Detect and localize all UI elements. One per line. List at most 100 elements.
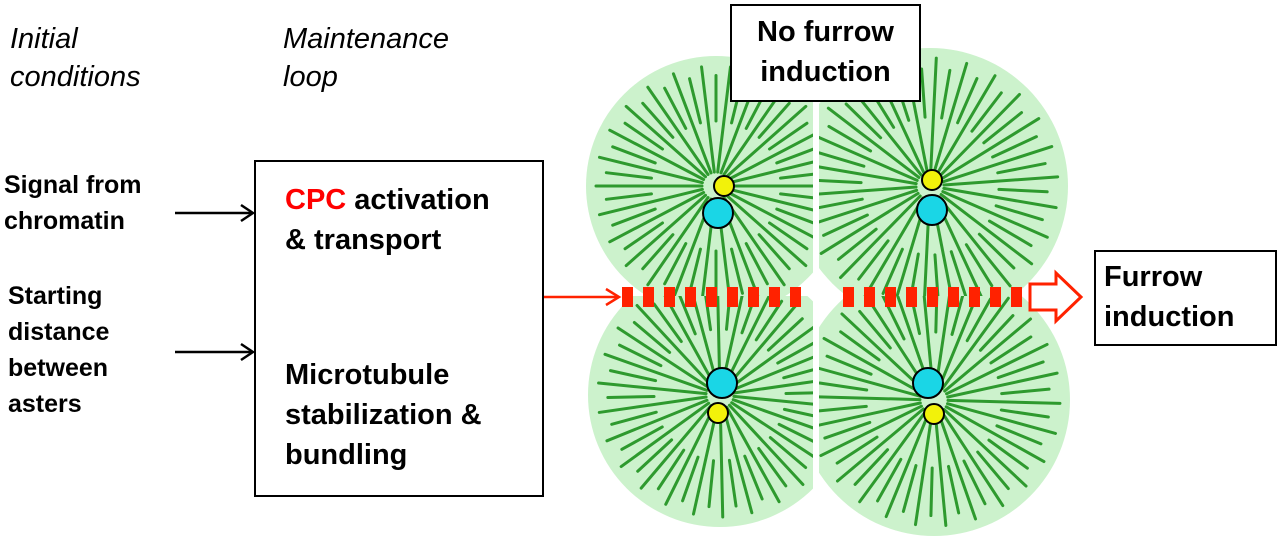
microtubule-ray: [819, 395, 922, 402]
cpc-activation-text: CPC activation & transport: [285, 180, 490, 260]
microtubule-segment: [623, 221, 665, 251]
microtubule-ray: [819, 366, 923, 398]
microtubule-ray: [945, 342, 1049, 396]
microtubule-segment: [608, 369, 658, 383]
microtubule-ray: [835, 407, 925, 483]
microtubule-segment: [853, 448, 890, 486]
centrosome-cyan: [702, 197, 734, 229]
microtubule-segment: [934, 296, 939, 334]
microtubule-segment: [618, 343, 663, 368]
microtubule-segment: [620, 425, 664, 451]
microtubule-segment: [962, 459, 987, 506]
microtubule-segment: [976, 450, 1010, 491]
maintenance-loop-header: Maintenance loop: [283, 23, 450, 93]
microtubule-segment: [982, 111, 1024, 145]
midzone-arrow: [544, 287, 622, 307]
microtubule-ray: [934, 296, 951, 388]
microtubule-ray: [721, 296, 744, 383]
microtubule-ray: [728, 403, 805, 486]
microtubule-segment: [901, 464, 918, 513]
microtubule-segment: [989, 335, 1033, 365]
microtubule-segment: [996, 162, 1047, 175]
microtubule-ray: [819, 135, 919, 182]
microtubule-segment: [743, 454, 764, 501]
microtubule-segment: [876, 457, 903, 503]
microtubule-ray: [603, 352, 709, 392]
microtubule-segment: [641, 101, 675, 139]
microtubule-ray: [935, 74, 997, 176]
microtubule-segment: [767, 121, 809, 151]
microtubule-ray: [646, 85, 710, 176]
microtubule-ray: [726, 191, 813, 239]
microtubule-segment: [977, 232, 1016, 270]
microtubule-ray: [732, 394, 813, 406]
microtubule-segment: [652, 302, 683, 344]
microtubule-ray: [727, 300, 801, 386]
microtubule-segment: [688, 247, 702, 295]
microtubule-segment: [920, 67, 927, 119]
microtubule-segment: [707, 459, 716, 509]
microtubule-segment: [822, 213, 869, 237]
microtubule-ray: [933, 412, 948, 527]
furrow-induction-box: [1094, 250, 1277, 346]
microtubule-segment: [827, 124, 873, 153]
microtubule-segment: [823, 420, 872, 440]
microtubule-ray: [932, 61, 969, 175]
microtubule-segment: [757, 446, 788, 488]
microtubule-segment: [606, 394, 656, 400]
microtubule-ray: [726, 133, 813, 181]
microtubule-ray: [939, 193, 1034, 266]
microtubule-segment: [835, 435, 879, 465]
microtubule-segment: [636, 438, 674, 473]
microtubule-ray: [729, 325, 813, 389]
microtubule-segment: [819, 151, 866, 168]
microtubule-ray: [929, 56, 938, 174]
centrosome-yellow: [923, 403, 945, 425]
microtubule-segment: [777, 422, 813, 443]
microtubule-segment: [844, 102, 883, 140]
microtubule-segment: [611, 207, 657, 227]
no-furrow-label: No furrow induction: [757, 16, 894, 88]
centrosome-cyan: [912, 367, 944, 399]
microtubule-segment: [881, 247, 904, 296]
microtubule-segment: [994, 204, 1044, 222]
microtubule-ray: [863, 196, 925, 298]
microtubule-ray: [722, 196, 786, 287]
microtubule-segment: [779, 192, 813, 200]
microtubule-segment: [776, 341, 813, 365]
microtubule-ray: [840, 312, 926, 392]
microtubule-ray: [731, 355, 813, 392]
aster-top-right: [819, 48, 1068, 308]
microtubule-segment: [858, 309, 892, 350]
microtubule-segment: [744, 242, 769, 286]
furrow-arrowhead: [1028, 269, 1084, 325]
microtubule-segment: [819, 381, 869, 392]
microtubule-segment: [825, 354, 873, 376]
microtubule-ray: [671, 72, 713, 175]
microtubule-segment: [956, 76, 979, 125]
initial-conditions-header: Initial conditions: [10, 23, 141, 93]
microtubule-ray: [819, 188, 919, 224]
microtubule-ray: [940, 296, 1010, 391]
microtubule-segment: [641, 233, 675, 271]
microtubule-ray: [940, 410, 1005, 508]
microtubule-ray: [722, 407, 754, 515]
microtubule-segment: [782, 407, 813, 418]
microtubule-segment: [987, 438, 1029, 470]
microtubule-segment: [940, 68, 952, 120]
microtubule-ray: [946, 371, 1059, 399]
microtubule-segment: [949, 250, 968, 300]
microtubule-segment: [1000, 387, 1051, 396]
input-arrows: [175, 203, 256, 362]
microtubule-ray: [597, 155, 704, 185]
microtubule-segment: [965, 297, 992, 343]
microtubule-ray: [728, 187, 813, 212]
microtubule-segment: [775, 147, 813, 165]
microtubule-ray: [937, 195, 1012, 288]
centrosome-yellow: [707, 402, 729, 424]
microtubule-segment: [819, 404, 868, 413]
microtubule-segment: [688, 77, 702, 125]
cpc-label: CPC: [285, 184, 347, 216]
microtubule-ray: [619, 401, 711, 469]
